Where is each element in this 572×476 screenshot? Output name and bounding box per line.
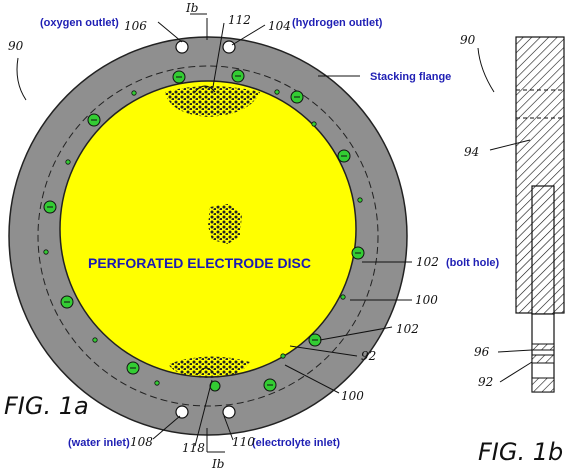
bolt-circle [37,65,379,407]
electrolyte-inlet-port [222,405,236,419]
oxygen-outlet-port [175,40,189,54]
perforation-center [208,204,242,244]
ref-100-b: 100 [341,389,364,403]
ref-90: 90 [8,39,24,53]
ref-96: 96 [474,345,490,359]
hydrogen-outlet-port [222,40,236,54]
ref-92: 92 [361,349,376,363]
fig-1b: 90 94 96 92 FIG. 1b [460,33,565,466]
perforated-electrode-disc [59,80,357,378]
stacking-flange-label: Stacking flange [370,71,451,83]
ref-100-a: 100 [415,293,438,307]
fig-1a: (oxygen outlet) (hydrogen outlet) Stacki… [4,1,499,471]
ref-94: 94 [464,145,479,159]
bolt-hole-marks [47,75,361,386]
perforation-top [165,86,260,117]
ref-102-bolt: 102 [416,255,439,269]
figure-label-1b: FIG. 1b [478,438,563,466]
bolt-hole-label: (bolt hole) [446,257,499,269]
ports [175,40,236,419]
disc-slot [531,185,555,315]
ref-112: 112 [228,13,251,27]
section-label-top: Ib [185,1,198,15]
water-inlet-port [175,405,189,419]
electrode-disc-label: PERFORATED ELECTRODE DISC [88,255,311,271]
ref-118: 118 [182,441,205,455]
bolt-holes [43,69,365,392]
ref-108: 108 [130,435,153,449]
ref-106: 106 [124,19,147,33]
perforation-bottom [168,356,250,378]
electrolyte-inlet-label: (electrolyte inlet) [252,437,340,449]
alignment-pins [43,89,363,386]
ref-92-b: 92 [478,375,493,389]
ref-104: 104 [268,19,291,33]
water-inlet-label: (water inlet) [68,437,130,449]
ref-110: 110 [232,435,255,449]
hydrogen-outlet-label: (hydrogen outlet) [292,17,383,29]
ref-90-b: 90 [460,33,476,47]
figure-label-1a: FIG. 1a [4,392,89,420]
ref-102-b: 102 [396,322,419,336]
oxygen-outlet-label: (oxygen outlet) [40,17,119,29]
section-label-bottom: Ib [211,457,224,471]
